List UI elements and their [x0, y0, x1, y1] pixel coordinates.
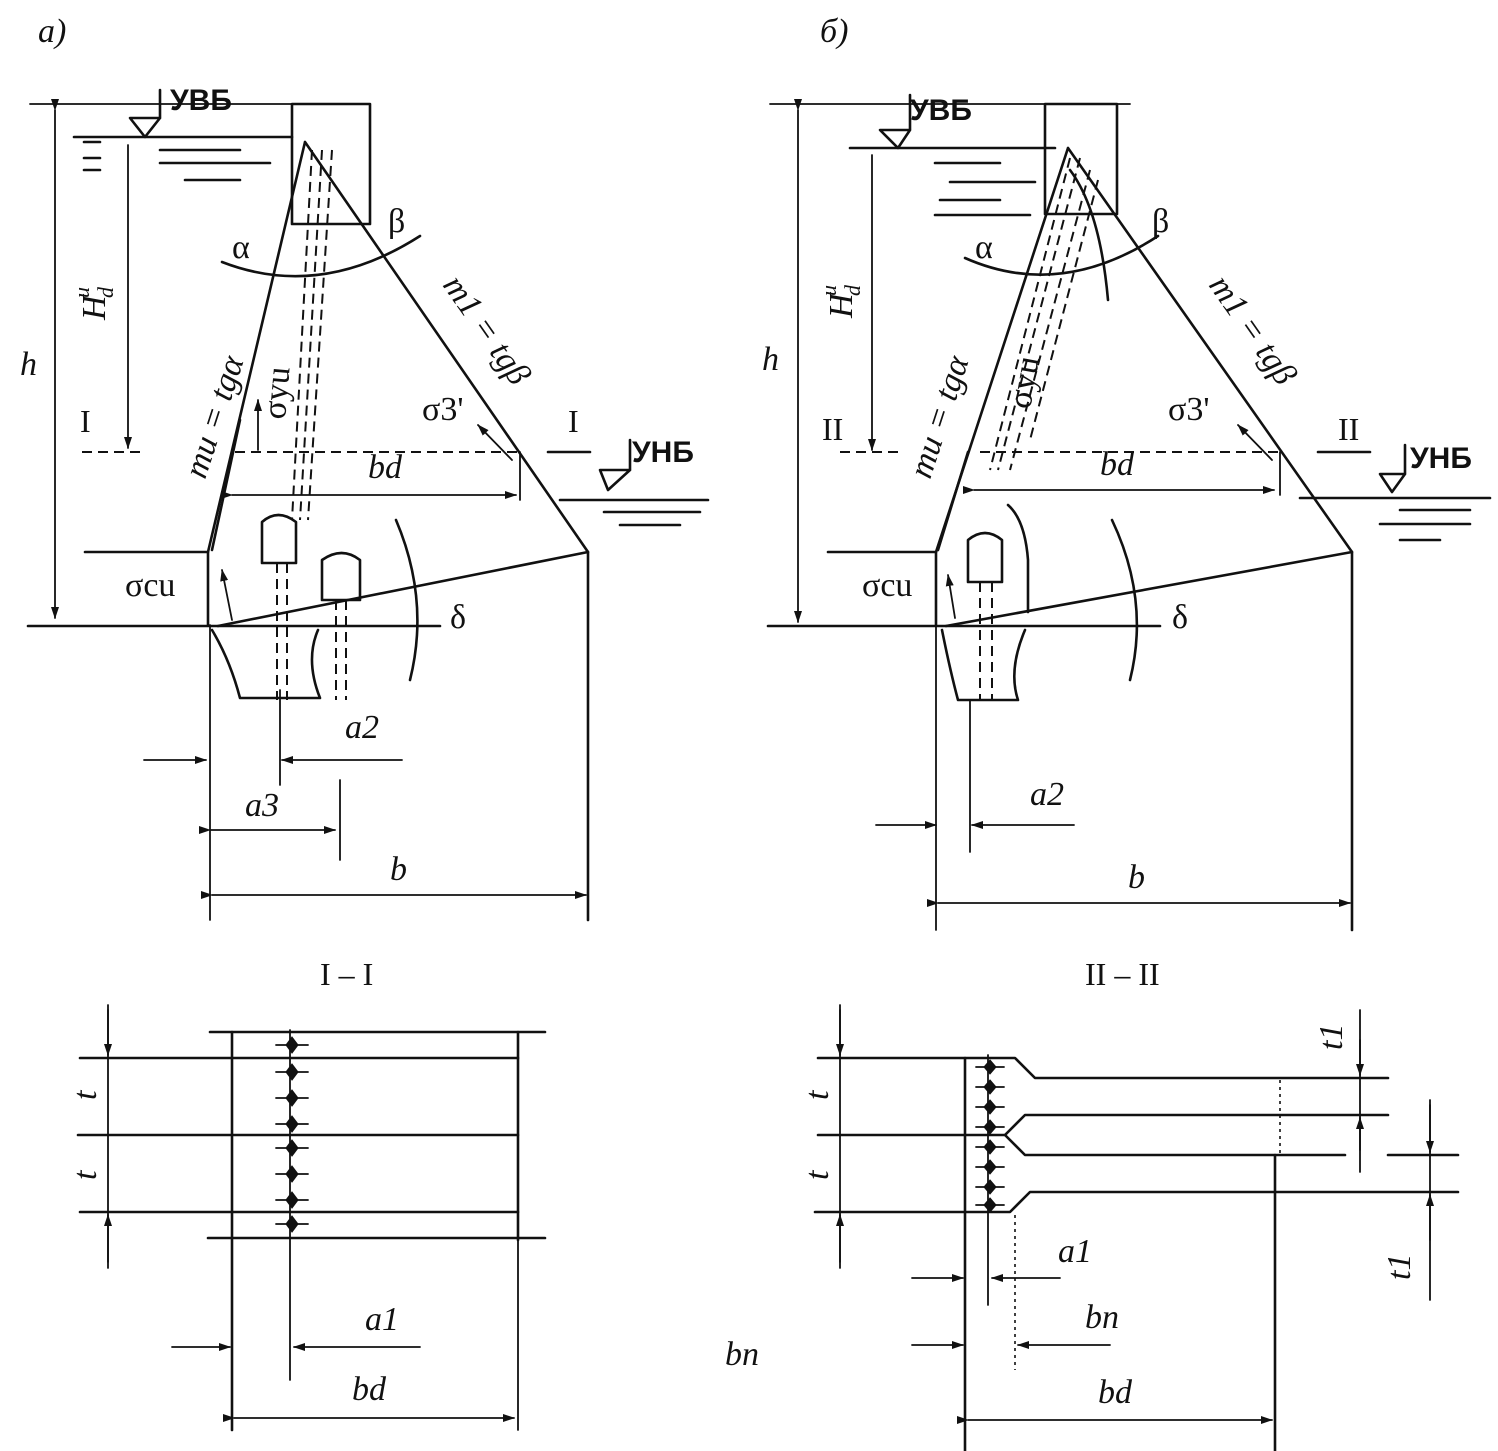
grout-curtain-b: [940, 628, 1027, 702]
sb-t-label-lower: t: [799, 1169, 836, 1180]
delta-label-b: δ: [1172, 599, 1188, 636]
sa-t-label-upper: t: [67, 1089, 104, 1100]
sb-t1-upper-label: t1: [1313, 1024, 1350, 1050]
sb-bn-label: bn: [1085, 1299, 1119, 1336]
svg-text:d: d: [93, 286, 118, 298]
b-label-b: b: [1128, 859, 1145, 896]
sb-drain-holes: [975, 1059, 1005, 1213]
sigma-3-arrow-b: [1237, 424, 1273, 461]
h-label-a: h: [20, 346, 37, 383]
section-mark-right-b: II: [1338, 411, 1359, 447]
uvb-marker-b: [878, 93, 912, 150]
alpha-label-b: α: [975, 229, 993, 266]
upstream-face-a: [210, 418, 242, 552]
alpha-label-a: α: [232, 229, 250, 266]
sigma-y-label-b: σyu: [1001, 353, 1047, 411]
uvb-label-b: УВБ: [910, 94, 972, 127]
h-label-b: h: [762, 341, 779, 378]
sa-drain-holes: [275, 1036, 309, 1233]
upstream-water-hatching-b: [933, 161, 1037, 217]
section-b: II – II t t t1 t1: [799, 956, 1460, 1451]
delta-label-a: δ: [450, 599, 466, 636]
sigma-3-label-b: σ3': [1168, 391, 1209, 428]
sb-line-1: [816, 1056, 1390, 1080]
downstream-water-b: УНБ: [1298, 442, 1492, 542]
a2-label-b: a2: [1030, 776, 1064, 813]
gallery-b: [966, 531, 1004, 584]
sb-t1-lower-label: t1: [1381, 1254, 1418, 1280]
a3-label-a: a3: [245, 787, 279, 824]
upstream-water-hatching: [82, 140, 272, 182]
panel-a-letter: а): [38, 13, 66, 50]
section-b-title: II – II: [1085, 956, 1160, 992]
unb-label-a: УНБ: [632, 436, 694, 469]
section-mark-left-b: II: [822, 411, 843, 447]
svg-text:H: H: [76, 293, 113, 321]
delta-arc-a: [394, 518, 419, 682]
svg-text:H: H: [823, 291, 860, 319]
crest-block-a: [290, 102, 372, 226]
uvb-label-a: УВБ: [170, 84, 232, 117]
foundation-slope-b: [944, 550, 1354, 628]
m1-label-a: m1 = tgβ: [435, 268, 537, 392]
section-a-title: I – I: [320, 956, 373, 992]
svg-text:u: u: [69, 287, 94, 298]
sb-line-3: [1003, 1133, 1347, 1157]
bd-label-a: bd: [368, 449, 403, 486]
sa-bd-label: bd: [352, 1371, 387, 1408]
svg-text:u: u: [816, 285, 841, 296]
sigma-c-arrow-a: [220, 569, 233, 621]
sb-t-label-upper: t: [799, 1089, 836, 1100]
grout-curtain-a: [210, 628, 322, 700]
sa-a1-label: a1: [365, 1301, 399, 1338]
section-mark-left-a: I: [80, 403, 91, 439]
sb-line-4: [813, 1190, 1460, 1214]
sigma-c-label-a: σcu: [125, 567, 175, 604]
a2-label-a: a2: [345, 709, 379, 746]
svg-text:d: d: [840, 284, 865, 296]
upstream-face-b: [936, 450, 970, 552]
drain-lines-a: [276, 149, 347, 700]
panel-b-letter: б): [820, 13, 848, 50]
sigma-3-label-a: σ3': [422, 391, 463, 428]
downstream-water-a: УНБ: [558, 436, 710, 527]
H-label-b: H u d: [816, 284, 865, 319]
angle-arc-a: [220, 234, 422, 278]
drain-lines-b: [979, 157, 1099, 700]
unb-label-b: УНБ: [1410, 442, 1472, 475]
section-a: I – I t t a1 bd: [67, 956, 547, 1432]
sb-a1-label: a1: [1058, 1233, 1092, 1270]
panel-b: б) УВБ h H u d II II: [762, 13, 1492, 932]
uvb-marker: [128, 88, 162, 139]
panel-a: а) УВБ h H u d I I: [20, 13, 710, 922]
gallery-a: [260, 513, 362, 602]
delta-arc-b: [1110, 518, 1139, 682]
sb-bd-label: bd: [1098, 1374, 1133, 1411]
stray-bn-label: bn: [725, 1336, 759, 1373]
H-label-a: H u d: [69, 286, 118, 321]
sa-t-label-lower: t: [67, 1169, 104, 1180]
bd-label-b: bd: [1100, 446, 1135, 483]
sigma-3-arrow-a: [477, 424, 513, 461]
m1-label-b: m1 = tgβ: [1201, 268, 1303, 392]
crest-drain-curve-b: [1068, 168, 1110, 302]
foundation-slope-a: [216, 550, 590, 628]
dam-profile-b: [934, 146, 1354, 932]
crest-block-b: [1043, 102, 1119, 216]
sigma-y-label-a: σyu: [256, 365, 297, 420]
sigma-c-label-b: σcu: [862, 567, 912, 604]
beta-label-a: β: [388, 203, 405, 240]
section-mark-right-a: I: [568, 403, 579, 439]
sigma-c-arrow-b: [945, 574, 956, 619]
drain-chamber-b: [1006, 503, 1030, 614]
sb-line-2: [816, 1113, 1390, 1137]
b-label-a: b: [390, 851, 407, 888]
beta-label-b: β: [1152, 203, 1169, 240]
angle-arc-b: [963, 234, 1160, 276]
